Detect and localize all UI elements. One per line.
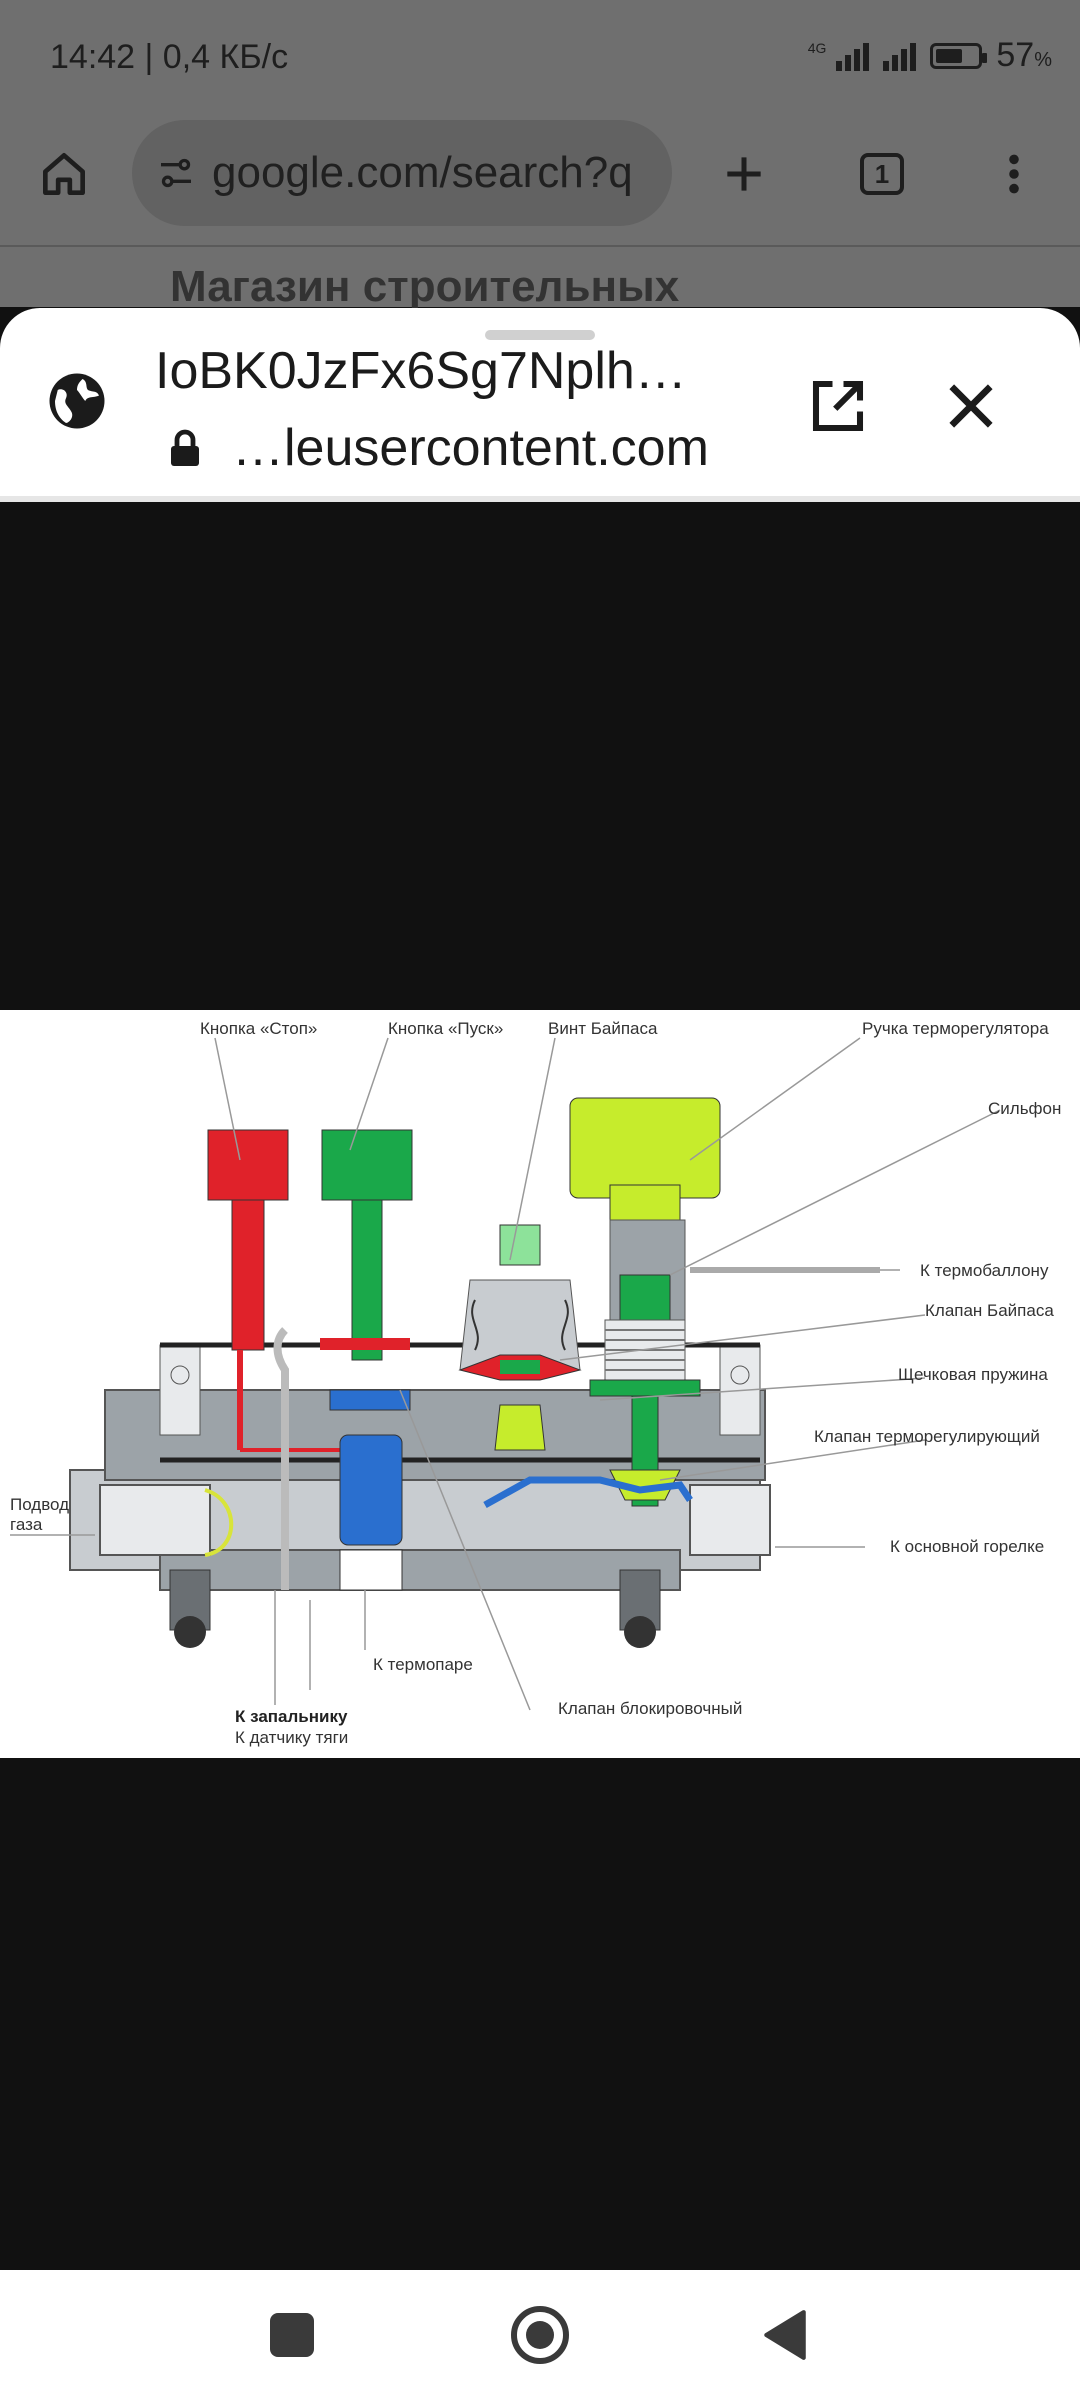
label-bypass-screw: Винт Байпаса: [548, 1019, 658, 1038]
label-bypass-valve: Клапан Байпаса: [925, 1301, 1054, 1320]
battery-icon: [930, 42, 988, 69]
inlet-pipe: [99, 1484, 211, 1556]
start-button-cap: [321, 1129, 413, 1201]
sheet-origin: …leusercontent.com: [232, 419, 709, 477]
browser-toolbar: google.com/search?q 1: [0, 120, 1080, 247]
thermostat-knob: [569, 1097, 721, 1199]
valve-upper-body: [104, 1389, 766, 1481]
stop-button-cap: [207, 1129, 289, 1201]
network-type: 4G: [807, 39, 827, 56]
gas-valve-diagram[interactable]: Кнопка «Стоп» Кнопка «Пуск» Винт Байпаса…: [0, 1010, 1080, 1758]
site-settings-icon[interactable]: [154, 151, 198, 195]
open-in-new-icon[interactable]: [805, 373, 871, 439]
back-icon[interactable]: [760, 2308, 810, 2362]
home-icon: [43, 153, 85, 196]
start-button-stem: [351, 1199, 383, 1361]
signal-icon-2: [883, 41, 917, 71]
system-nav-bar: [0, 2270, 1080, 2400]
label-lock-valve: Клапан блокировочный: [558, 1699, 742, 1718]
thermo-valve-disc: [609, 1469, 681, 1501]
home-nav-icon[interactable]: [508, 2303, 572, 2367]
inlet-seal: [204, 1488, 234, 1557]
sheet-divider: [0, 496, 1080, 502]
cup-spring-lever: [483, 1476, 693, 1509]
url-text[interactable]: google.com/search?q: [212, 148, 633, 197]
sheet-title: IoBK0JzFx6Sg7Nplh…: [155, 342, 687, 400]
label-stop-button: Кнопка «Стоп»: [200, 1019, 317, 1038]
flange-left-hole: [170, 1365, 190, 1385]
start-seal: [320, 1338, 410, 1350]
label-to-thermobulb: К термобаллону: [920, 1261, 1049, 1280]
bypass-screw: [499, 1224, 541, 1266]
preview-sheet: IoBK0JzFx6Sg7Nplh… …leusercontent.com: [0, 308, 1080, 498]
lever-float: [494, 1404, 546, 1451]
lock-valve-disc: [329, 1389, 411, 1411]
leader-lines: [10, 1037, 1001, 1711]
label-cup-spring: Щечковая пружина: [898, 1365, 1048, 1384]
bellows-top: [619, 1274, 671, 1321]
lock-icon: [171, 429, 199, 466]
label-to-draft-sensor: К датчику тяги: [235, 1728, 348, 1747]
foot-left-bolt: [174, 1616, 206, 1648]
stop-button-stem: [231, 1199, 265, 1351]
flange-left: [159, 1344, 201, 1436]
close-icon[interactable]: [938, 373, 1004, 439]
thermostat-neck: [609, 1184, 681, 1226]
status-icons: 4G 57%: [808, 36, 1052, 75]
home-button[interactable]: [30, 140, 98, 208]
diagram-svg: Кнопка «Стоп» Кнопка «Пуск» Винт Байпаса…: [10, 1019, 1061, 1747]
plus-icon: [727, 157, 761, 191]
new-tab-button[interactable]: [710, 140, 778, 208]
background-page: [0, 247, 1080, 307]
label-to-pilot: К запальнику: [235, 1707, 348, 1726]
lock-valve-magnet: [339, 1434, 403, 1546]
bypass-spring: [471, 1299, 569, 1351]
tab-count: 1: [860, 153, 904, 195]
label-gas-inlet-1: Подвод: [10, 1495, 69, 1514]
label-to-thermocouple: К термопаре: [373, 1655, 473, 1674]
bypass-seat: [500, 1360, 540, 1374]
menu-button[interactable]: [980, 140, 1048, 208]
more-vert-icon: [1009, 154, 1019, 194]
signal-icon: [836, 41, 870, 71]
drag-handle[interactable]: [485, 330, 595, 340]
url-bar[interactable]: google.com/search?q: [132, 120, 672, 226]
pilot-tube: [273, 1327, 289, 1590]
status-bar: 14:42 | 0,4 КБ/с 4G 57%: [0, 0, 1080, 120]
label-to-main-burner: К основной горелке: [890, 1537, 1044, 1556]
foot-right-bolt: [624, 1616, 656, 1648]
globe-icon: [49, 373, 105, 429]
label-bellows: Сильфон: [988, 1099, 1061, 1118]
background-page-title: Магазин строительных: [170, 262, 680, 311]
status-time: 14:42 | 0,4 КБ/с: [50, 38, 289, 76]
lock-valve-cap: [339, 1549, 403, 1591]
recents-button[interactable]: [270, 2313, 314, 2357]
tab-switcher-button[interactable]: 1: [848, 140, 916, 208]
flange-right-hole: [730, 1365, 750, 1385]
label-thermo-valve: Клапан терморегулирующий: [814, 1427, 1040, 1446]
label-thermostat-knob: Ручка терморегулятора: [862, 1019, 1049, 1038]
outlet-pipe: [689, 1484, 771, 1556]
battery-percent: 57%: [996, 36, 1052, 74]
label-gas-inlet-2: газа: [10, 1515, 43, 1534]
valve-base: [159, 1549, 681, 1591]
label-start-button: Кнопка «Пуск»: [388, 1019, 503, 1038]
